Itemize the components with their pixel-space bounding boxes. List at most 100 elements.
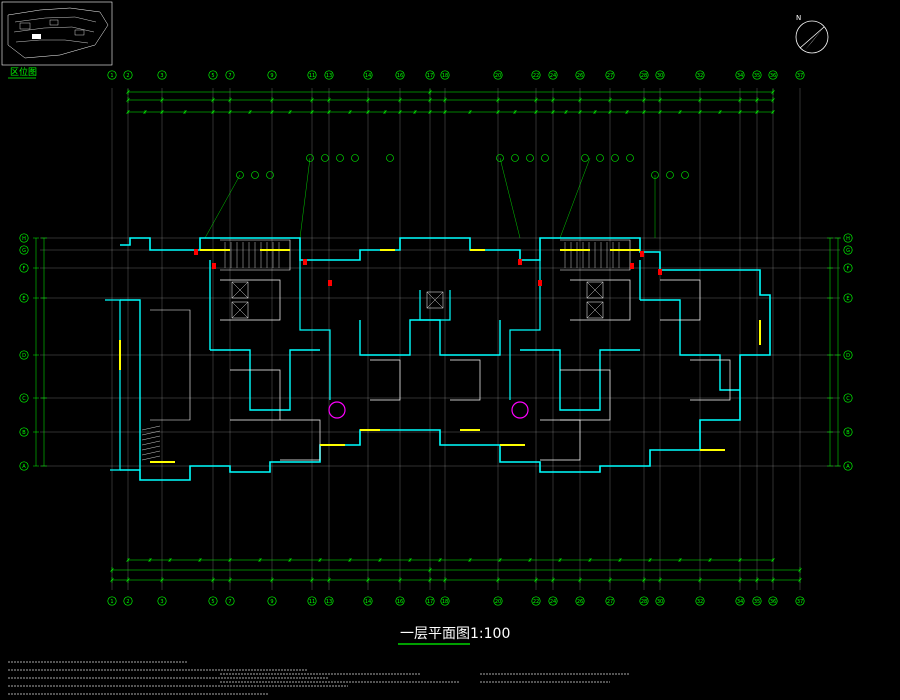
axis-bubble-20: 20 bbox=[493, 596, 503, 606]
callout-bubble bbox=[541, 154, 549, 162]
svg-text:20: 20 bbox=[495, 73, 501, 79]
svg-text:3: 3 bbox=[160, 599, 163, 605]
stair-tread bbox=[141, 455, 161, 461]
axis-bubble-34: 34 bbox=[735, 596, 745, 606]
svg-text:13: 13 bbox=[326, 73, 332, 79]
room-c2 bbox=[450, 359, 481, 401]
svg-text:H: H bbox=[22, 236, 26, 242]
svg-text:13: 13 bbox=[326, 599, 332, 605]
wall-layout bbox=[105, 237, 771, 481]
axis-bubble-D: D bbox=[843, 350, 853, 360]
callout-bubble bbox=[681, 171, 689, 179]
svg-text:30: 30 bbox=[657, 73, 663, 79]
svg-text:34: 34 bbox=[737, 73, 743, 79]
axis-bubble-24: 24 bbox=[548, 596, 558, 606]
axis-bubble-34: 34 bbox=[735, 70, 745, 80]
room-a3 bbox=[280, 419, 321, 461]
elevator-car bbox=[586, 301, 604, 319]
svg-text:1: 1 bbox=[110, 599, 113, 605]
svg-text:9: 9 bbox=[270, 599, 273, 605]
callout-bubble bbox=[666, 171, 674, 179]
callout-bubble bbox=[306, 154, 314, 162]
svg-text:C: C bbox=[846, 396, 850, 402]
axis-bubble-11: 11 bbox=[307, 70, 317, 80]
axis-bubble-18: 18 bbox=[440, 70, 450, 80]
axis-bubble-22: 22 bbox=[531, 596, 541, 606]
axis-bubble-F: F bbox=[843, 263, 853, 273]
axis-bubble-7: 7 bbox=[225, 596, 235, 606]
stair-tread bbox=[141, 450, 161, 456]
axis-bubble-22: 22 bbox=[531, 70, 541, 80]
axis-bubble-24: 24 bbox=[548, 70, 558, 80]
room-b1 bbox=[570, 279, 631, 321]
svg-text:16: 16 bbox=[397, 599, 403, 605]
axis-bubble-37: 37 bbox=[795, 70, 805, 80]
callout-bubble bbox=[266, 171, 274, 179]
keymap-label: 区位图 bbox=[10, 66, 37, 78]
structural-column bbox=[630, 263, 634, 269]
axis-bubble-36: 36 bbox=[768, 596, 778, 606]
axis-bubble-E: E bbox=[843, 293, 853, 303]
callout-bubble bbox=[321, 154, 329, 162]
room-a2 bbox=[230, 369, 281, 421]
elevator-shaft bbox=[419, 290, 451, 321]
callout-bubble bbox=[596, 154, 604, 162]
stair-tread bbox=[141, 435, 161, 441]
axis-bubble-20: 20 bbox=[493, 70, 503, 80]
svg-text:3: 3 bbox=[160, 73, 163, 79]
structural-column bbox=[328, 280, 332, 286]
room-d2 bbox=[660, 279, 701, 321]
room-c1 bbox=[370, 359, 401, 401]
axis-bubble-28: 28 bbox=[639, 596, 649, 606]
svg-text:26: 26 bbox=[577, 73, 583, 79]
axis-bubble-32: 32 bbox=[695, 596, 705, 606]
unit-a-wall bbox=[210, 349, 320, 411]
room-b3 bbox=[540, 419, 581, 461]
stair-tread bbox=[141, 440, 161, 446]
axis-bubble-B: B bbox=[19, 427, 29, 437]
stair-tread bbox=[141, 445, 161, 451]
svg-text:22: 22 bbox=[533, 599, 539, 605]
svg-text:A: A bbox=[846, 464, 850, 470]
svg-text:14: 14 bbox=[365, 599, 371, 605]
structural-column bbox=[518, 259, 522, 265]
axis-bubble-27: 27 bbox=[605, 596, 615, 606]
svg-text:5: 5 bbox=[211, 599, 214, 605]
structural-column bbox=[640, 251, 644, 257]
stair-wall-left bbox=[120, 299, 141, 470]
axis-bubble-1: 1 bbox=[107, 596, 117, 606]
svg-text:26: 26 bbox=[577, 599, 583, 605]
callout-leader bbox=[204, 174, 241, 239]
svg-text:14: 14 bbox=[365, 73, 371, 79]
structural-column bbox=[658, 269, 662, 275]
axis-bubble-G: G bbox=[843, 245, 853, 255]
wet-area-marker bbox=[511, 401, 529, 419]
axis-bubble-2: 2 bbox=[123, 70, 133, 80]
axis-bubble-35: 35 bbox=[752, 596, 762, 606]
general-notes bbox=[8, 661, 630, 695]
svg-text:7: 7 bbox=[228, 73, 231, 79]
stair-b bbox=[560, 239, 631, 271]
svg-text:32: 32 bbox=[697, 73, 703, 79]
axis-bubble-27: 27 bbox=[605, 70, 615, 80]
axis-bubble-17: 17 bbox=[425, 596, 435, 606]
room-left bbox=[150, 309, 191, 421]
svg-text:36: 36 bbox=[770, 73, 776, 79]
balcony-left bbox=[105, 299, 121, 471]
svg-text:28: 28 bbox=[641, 599, 647, 605]
svg-text:G: G bbox=[846, 248, 850, 254]
axis-bubble-17: 17 bbox=[425, 70, 435, 80]
callout-bubble bbox=[581, 154, 589, 162]
axis-bubble-3: 3 bbox=[157, 70, 167, 80]
svg-text:30: 30 bbox=[657, 599, 663, 605]
callout-bubble bbox=[336, 154, 344, 162]
axis-bubble-C: C bbox=[843, 393, 853, 403]
svg-text:22: 22 bbox=[533, 73, 539, 79]
wet-area-marker bbox=[328, 401, 346, 419]
callout-bubble bbox=[251, 171, 259, 179]
callout-bubble bbox=[496, 154, 504, 162]
unit-c-wall bbox=[640, 299, 740, 391]
svg-text:28: 28 bbox=[641, 73, 647, 79]
